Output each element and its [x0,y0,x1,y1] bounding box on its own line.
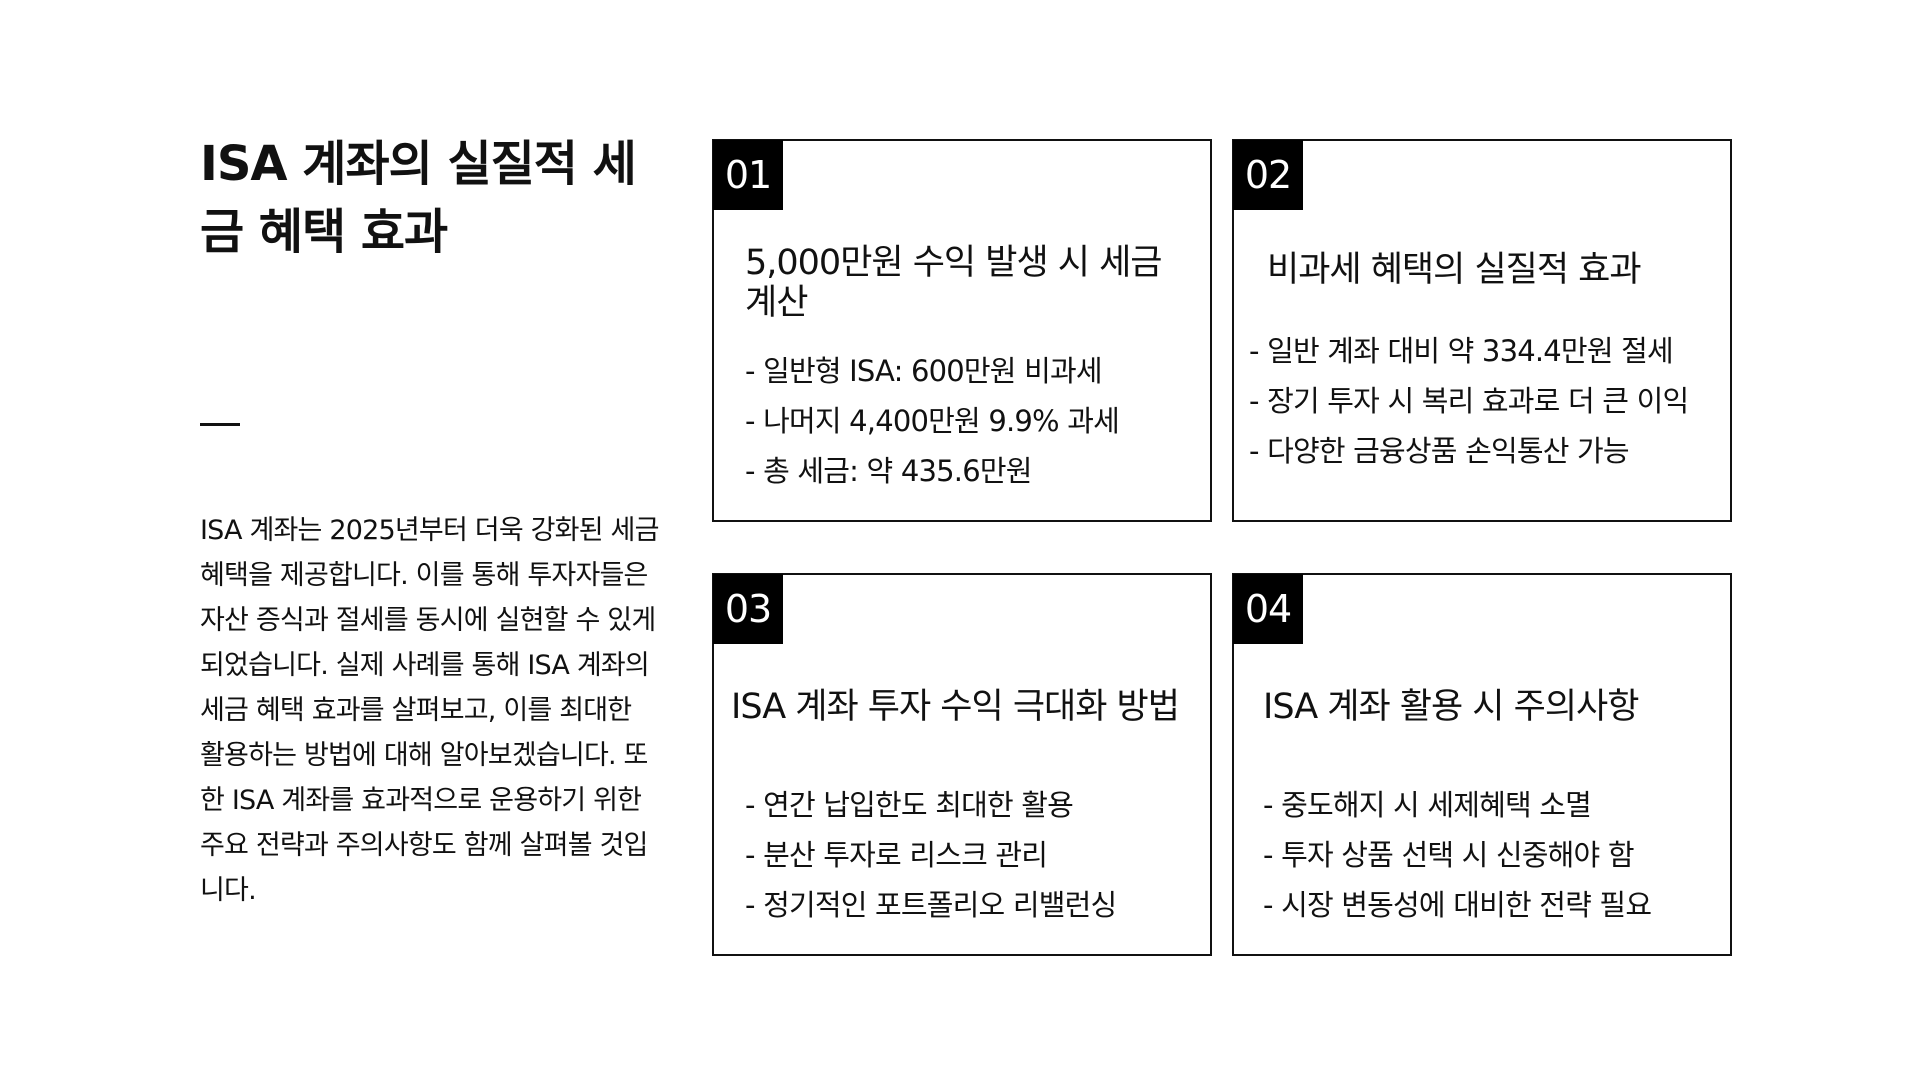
card-title: 5,000만원 수익 발생 시 세금 계산 [745,243,1163,323]
card-tax-calculation: 01 5,000만원 수익 발생 시 세금 계산 - 일반형 ISA: 600만… [712,139,1212,522]
list-item: - 나머지 4,400만원 9.9% 과세 [745,404,1120,438]
card-list: - 일반 계좌 대비 약 334.4만원 절세 - 장기 투자 시 복리 효과로… [1249,326,1689,476]
card-maximize-returns: 03 ISA 계좌 투자 수익 극대화 방법 - 연간 납입한도 최대한 활용 … [712,573,1212,956]
page-title: ISA 계좌의 실질적 세금 혜택 효과 [200,136,637,260]
card-list: - 일반형 ISA: 600만원 비과세 - 나머지 4,400만원 9.9% … [745,346,1120,496]
list-item: - 다양한 금융상품 손익통산 가능 [1249,434,1630,468]
list-item: - 일반 계좌 대비 약 334.4만원 절세 [1249,334,1674,368]
card-number: 04 [1233,574,1303,644]
list-item: - 시장 변동성에 대비한 전략 필요 [1263,888,1652,922]
card-number: 01 [713,140,783,210]
list-item: - 분산 투자로 리스크 관리 [745,838,1048,872]
left-panel: ISA 계좌의 실질적 세금 혜택 효과 ISA 계좌는 2025년부터 더욱 … [200,130,660,906]
list-item: - 중도해지 시 세제혜택 소멸 [1263,788,1592,822]
card-precautions: 04 ISA 계좌 활용 시 주의사항 - 중도해지 시 세제혜택 소멸 - 투… [1232,573,1732,956]
card-title: ISA 계좌 투자 수익 극대화 방법 [731,687,1180,727]
card-number: 03 [713,574,783,644]
list-item: - 일반형 ISA: 600만원 비과세 [745,354,1103,388]
card-title: 비과세 혜택의 실질적 효과 [1267,250,1642,290]
list-item: - 총 세금: 약 435.6만원 [745,454,1032,488]
card-list: - 중도해지 시 세제혜택 소멸 - 투자 상품 선택 시 신중해야 함 - 시… [1263,780,1652,930]
list-item: - 투자 상품 선택 시 신중해야 함 [1263,838,1635,872]
intro-paragraph: ISA 계좌는 2025년부터 더욱 강화된 세금 혜택을 제공합니다. 이를 … [200,515,659,906]
divider [200,423,240,426]
card-number: 02 [1233,140,1303,210]
card-title: ISA 계좌 활용 시 주의사항 [1263,687,1639,727]
card-tax-benefit: 02 비과세 혜택의 실질적 효과 - 일반 계좌 대비 약 334.4만원 절… [1232,139,1732,522]
list-item: - 장기 투자 시 복리 효과로 더 큰 이익 [1249,384,1689,418]
list-item: - 정기적인 포트폴리오 리밸런싱 [745,888,1117,922]
card-list: - 연간 납입한도 최대한 활용 - 분산 투자로 리스크 관리 - 정기적인 … [745,780,1117,930]
list-item: - 연간 납입한도 최대한 활용 [745,788,1074,822]
